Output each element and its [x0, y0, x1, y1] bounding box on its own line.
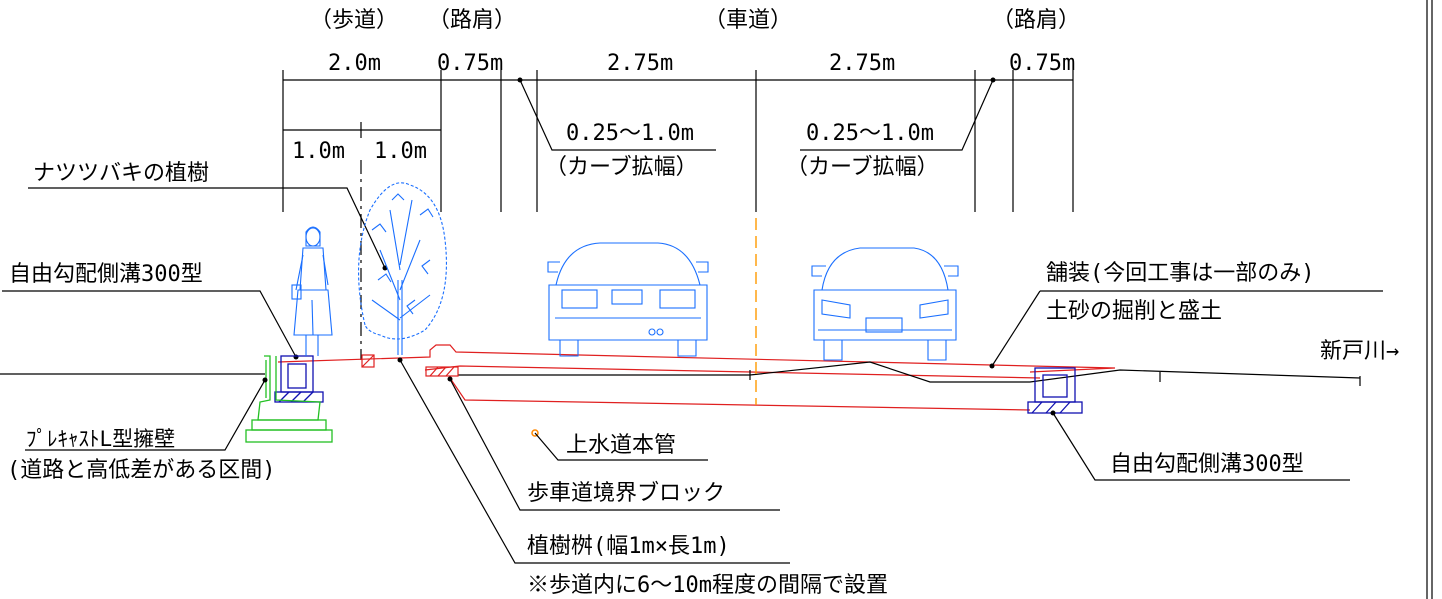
width-lane-left: 2.75m — [607, 51, 673, 76]
label-planter-note: ※歩道内に6～10m程度の間隔で設置 — [527, 573, 888, 598]
leader-water-main — [534, 432, 708, 461]
curb-widening-left-note: （カーブ拡幅） — [545, 155, 698, 180]
leader-retaining-wall — [25, 379, 266, 451]
label-retaining-wall-note: (道路と高低差がある区間) — [7, 458, 276, 483]
leader-tree — [270, 187, 386, 269]
width-shoulder-right: 0.75m — [1009, 51, 1075, 76]
leader-pavement — [991, 290, 1041, 367]
label-ditch-right: 自由勾配側溝300型 — [1110, 452, 1304, 477]
width-half-sidewalk-left: 1.0m — [292, 139, 345, 164]
pedestrian-figure — [291, 226, 333, 356]
leader-curb-widening-left — [519, 79, 716, 151]
label-ditch-left: 自由勾配側溝300型 — [9, 262, 203, 287]
leader-curb-widening-right — [800, 79, 994, 151]
curb-widening-left-value: 0.25～1.0m — [566, 121, 694, 146]
label-tree: ナツツバキの植樹 — [33, 161, 209, 186]
label-earthwork: 土砂の掘削と盛土 — [1046, 299, 1222, 324]
label-shoulder-left-section: （路肩） — [428, 8, 516, 33]
label-river: 新戸川→ — [1320, 339, 1399, 364]
leader-planter — [399, 359, 790, 564]
curb-block — [425, 366, 459, 377]
width-shoulder-left: 0.75m — [437, 51, 503, 76]
label-shoulder-right-section: （路肩） — [992, 8, 1080, 33]
width-half-sidewalk-right: 1.0m — [374, 139, 427, 164]
tree-figure — [358, 182, 447, 355]
leader-ditch-right — [1052, 412, 1350, 481]
leader-ditch-left — [2, 290, 297, 358]
ditch-left — [274, 355, 324, 403]
curb-widening-right-note: （カーブ拡幅） — [786, 155, 939, 180]
label-roadway-section: （車道） — [704, 8, 792, 33]
label-retaining-wall: ﾌﾟﾚｷｬｽﾄL型擁壁 — [26, 427, 175, 451]
width-sidewalk: 2.0m — [328, 51, 381, 76]
car-left — [547, 242, 709, 357]
leader-curb-block — [449, 378, 780, 511]
planter-box — [361, 354, 375, 368]
curb-widening-right-value: 0.25～1.0m — [806, 121, 934, 146]
label-sidewalk-section: （歩道） — [310, 8, 398, 33]
retaining-wall — [245, 355, 333, 443]
label-water-main: 上水道本管 — [566, 433, 676, 458]
dimension-ticks — [282, 70, 1074, 212]
car-right — [811, 247, 959, 361]
water-main-pipe — [531, 429, 539, 437]
label-curb-block: 歩車道境界ブロック — [527, 481, 725, 506]
sidewalk-surface — [277, 344, 1116, 373]
width-lane-right: 2.75m — [829, 51, 895, 76]
subgrade-line — [449, 377, 1031, 411]
ditch-right — [1027, 367, 1083, 414]
label-pavement: 舗装(今回工事は一部のみ) — [1046, 261, 1315, 286]
label-planter: 植樹桝(幅1m×長1m) — [527, 534, 730, 559]
